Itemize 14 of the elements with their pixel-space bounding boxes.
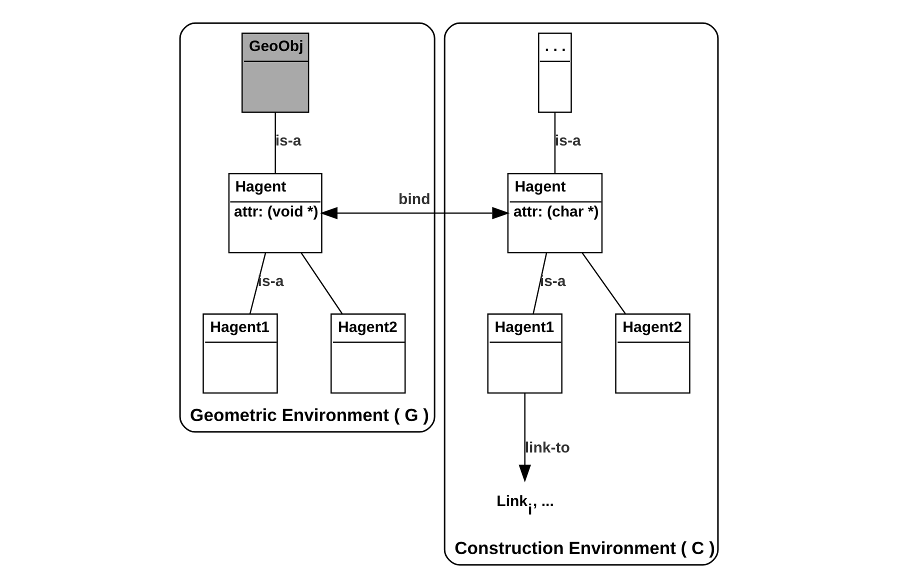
connector: [300, 252, 343, 314]
connector: [532, 252, 548, 314]
connector: [554, 112, 556, 174]
edge-label: is-a: [275, 132, 302, 150]
edge-label: is-a: [554, 132, 581, 150]
edge-label: is-a: [540, 272, 566, 290]
connector: [582, 252, 626, 314]
edge-label: bind: [398, 190, 430, 208]
edge-label: is-a: [258, 272, 284, 290]
connector: [249, 252, 266, 314]
connector: [274, 112, 276, 174]
arrow: [518, 393, 531, 482]
edge-label: link-to: [524, 440, 570, 457]
arrow: [320, 206, 510, 220]
